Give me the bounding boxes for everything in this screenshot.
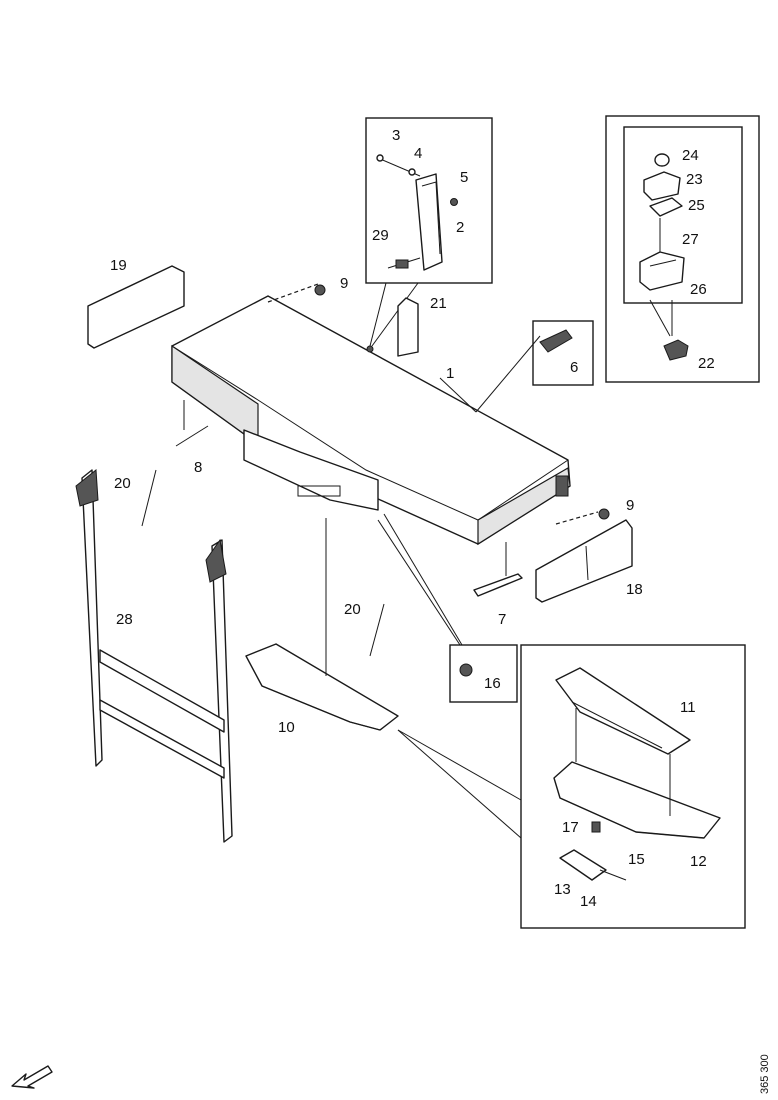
gas-strut-lower (369, 603, 385, 657)
spring-part (175, 400, 209, 447)
label-23: 23 (686, 171, 703, 188)
label-19: 19 (110, 257, 127, 274)
label-17: 17 (562, 819, 579, 836)
rod-part (473, 573, 523, 597)
callout-box-latch-outer (605, 115, 760, 383)
label-11: 11 (680, 699, 696, 716)
label-21: 21 (430, 295, 447, 312)
label-20-upper: 20 (114, 475, 131, 492)
label-3: 3 (392, 127, 400, 144)
callout-box-latch-inner (623, 126, 743, 304)
nut-part (459, 663, 473, 677)
arrow-down-left-icon (11, 1065, 53, 1089)
label-22: 22 (698, 355, 715, 372)
main-body-part (171, 295, 571, 546)
clip-part (539, 329, 573, 353)
tray-part (245, 643, 399, 731)
label-9-lower: 9 (626, 497, 634, 514)
drawing-code: 365 300 (759, 1054, 771, 1094)
label-7: 7 (498, 611, 506, 628)
label-27: 27 (682, 231, 699, 248)
gas-strut-upper (141, 469, 157, 527)
label-28: 28 (116, 611, 133, 628)
hinge-assembly (366, 154, 458, 353)
label-24: 24 (682, 147, 699, 164)
end-cap-right-part (535, 519, 633, 603)
callout-box-tray-detail (520, 644, 746, 929)
label-15: 15 (628, 851, 645, 868)
fastener-line-upper (267, 283, 319, 303)
label-9-upper: 9 (340, 275, 348, 292)
bracket-part (397, 297, 419, 357)
label-26: 26 (690, 281, 707, 298)
end-cap-left-part (87, 265, 185, 349)
label-14: 14 (580, 893, 597, 910)
label-18: 18 (626, 581, 643, 598)
callout-box-hinge (365, 117, 493, 284)
frame-part (75, 469, 233, 843)
label-8: 8 (194, 459, 202, 476)
latch-assembly (639, 153, 689, 361)
part-labels: 1 2 3 4 5 6 7 8 9 9 10 11 12 13 14 15 16… (110, 127, 715, 910)
label-2: 2 (456, 219, 464, 236)
label-12: 12 (690, 853, 707, 870)
label-4: 4 (414, 145, 422, 162)
label-25: 25 (688, 197, 705, 214)
callout-box-part6 (532, 320, 594, 386)
label-29: 29 (372, 227, 389, 244)
label-13: 13 (554, 881, 571, 898)
fastener-line-lower (555, 511, 599, 525)
label-10: 10 (278, 719, 295, 736)
label-6: 6 (570, 359, 578, 376)
label-20-lower: 20 (344, 601, 361, 618)
label-16: 16 (484, 675, 501, 692)
label-5: 5 (460, 169, 468, 186)
label-1: 1 (446, 365, 454, 382)
tray-detail-assembly (553, 667, 721, 881)
callout-box-part16 (449, 644, 518, 703)
